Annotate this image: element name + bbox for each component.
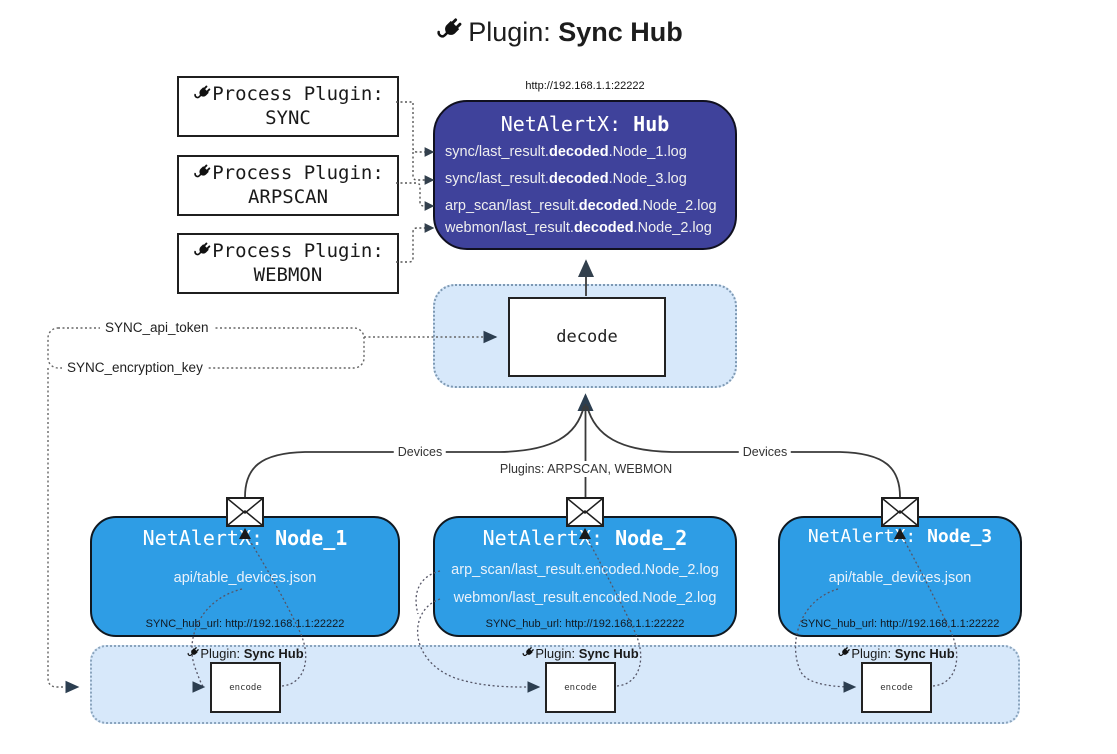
process-plugin-name: ARPSCAN (247, 185, 329, 208)
process-plugin-webmon: Process Plugin: WEBMON (177, 233, 399, 294)
node-2-file: webmon/last_result.encoded.Node_2.log (453, 590, 717, 606)
devices-right-label: Devices (738, 444, 792, 460)
page-title: Plugin: Sync Hub (0, 16, 1117, 48)
node-1-hub-url: SYNC_hub_url: http://192.168.1.1:22222 (145, 618, 345, 630)
node-3-file: api/table_devices.json (828, 570, 972, 586)
node-2-hub-url: SYNC_hub_url: http://192.168.1.1:22222 (485, 618, 685, 630)
hub-log-line: sync/last_result.decoded.Node_1.log (445, 144, 687, 160)
process-plugin-sync: Process Plugin: SYNC (177, 76, 399, 137)
node-2-box: NetAlertX: Node_2 arp_scan/last_result.e… (433, 516, 737, 637)
plug-icon (434, 16, 464, 46)
plug-icon (192, 84, 212, 104)
sync-api-token-label: SYNC_api_token (100, 319, 214, 336)
process-plugin-name: SYNC (265, 106, 311, 129)
message-envelope-icon (881, 497, 919, 527)
plug-icon (837, 646, 851, 660)
process-plugin-arpscan: Process Plugin: ARPSCAN (177, 155, 399, 216)
plug-icon (192, 163, 212, 183)
devices-left-label: Devices (393, 444, 447, 460)
sync-encryption-key-label: SYNC_encryption_key (62, 359, 208, 376)
process-plugin-label: Process Plugin: (212, 161, 384, 184)
encode-box: encode (861, 662, 932, 713)
hub-url-label: http://192.168.1.1:22222 (525, 80, 645, 92)
hub-title: NetAlertX: Hub (500, 112, 670, 136)
page-title-prefix: Plugin: (468, 17, 559, 47)
encode-plugin-label: Plugin: Sync Hub (801, 646, 991, 661)
node-1-title: NetAlertX: Node_1 (142, 526, 348, 550)
decode-box: decode (508, 297, 666, 377)
process-plugin-name: WEBMON (253, 263, 323, 286)
node-2-title: NetAlertX: Node_2 (482, 526, 688, 550)
node-3-title: NetAlertX: Node_3 (807, 526, 993, 547)
node-3-hub-url: SYNC_hub_url: http://192.168.1.1:22222 (800, 618, 1000, 630)
encode-box: encode (545, 662, 616, 713)
hub-log-line: arp_scan/last_result.decoded.Node_2.log (445, 198, 717, 214)
node-2-file: arp_scan/last_result.encoded.Node_2.log (451, 562, 719, 578)
encode-plugin-label: Plugin: Sync Hub (150, 646, 340, 661)
plug-icon (521, 646, 535, 660)
node-3-box: NetAlertX: Node_3 api/table_devices.json… (778, 516, 1022, 637)
message-envelope-icon (226, 497, 264, 527)
encode-box: encode (210, 662, 281, 713)
plug-icon (186, 646, 200, 660)
plugin-hub-links (396, 101, 435, 263)
plugins-center-label: Plugins: ARPSCAN, WEBMON (495, 461, 677, 477)
plug-icon (192, 241, 212, 261)
message-envelope-icon (566, 497, 604, 527)
node-1-box: NetAlertX: Node_1 api/table_devices.json… (90, 516, 400, 637)
process-plugin-label: Process Plugin: (212, 239, 384, 262)
node-1-file: api/table_devices.json (173, 570, 317, 586)
encode-plugin-label: Plugin: Sync Hub (485, 646, 675, 661)
hub-box: NetAlertX: Hub sync/last_result.decoded.… (433, 100, 737, 250)
page-title-bold: Sync Hub (558, 17, 683, 47)
hub-log-line: sync/last_result.decoded.Node_3.log (445, 171, 687, 187)
process-plugin-label: Process Plugin: (212, 82, 384, 105)
hub-log-line: webmon/last_result.decoded.Node_2.log (445, 220, 712, 236)
